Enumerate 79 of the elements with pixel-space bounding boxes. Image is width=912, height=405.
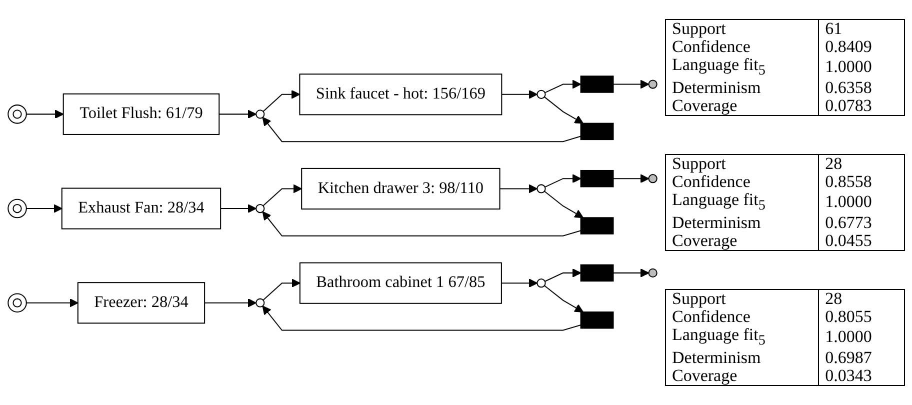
metric-value: 0.8558	[818, 172, 904, 191]
arrow	[262, 278, 300, 301]
node-circle	[256, 298, 265, 308]
metric-name: Language fit$_{5}$	[666, 326, 819, 350]
arrow	[544, 80, 582, 94]
node-box	[77, 282, 206, 324]
node-box	[580, 217, 614, 235]
metric-value: 28	[818, 289, 904, 308]
metric-name: Language fit$_{5}$	[666, 190, 819, 214]
node-circle	[648, 268, 658, 278]
petri-net-drawing: Toilet Flush: 61/79 Sink faucet - hot: 156/169 Exhaust Fan: 28/34 Kitchen drawer 3: 98/110 Freezer: 28/34 Bathroom cabinet 1 67/85	[0, 66, 665, 339]
arrow	[500, 184, 538, 194]
arrow	[544, 268, 582, 282]
metric-name: Coverage	[666, 232, 819, 251]
node-circle	[536, 184, 546, 194]
metric-name: Confidence	[666, 172, 819, 191]
metric-value: 0.0783	[818, 97, 904, 116]
node-circle	[536, 278, 546, 288]
arrow	[26, 298, 78, 308]
arrow	[219, 110, 256, 119]
node-box	[62, 94, 220, 136]
arrow	[262, 212, 581, 237]
node-box	[301, 168, 500, 210]
metric-value: 61	[818, 19, 904, 38]
arrow	[262, 306, 581, 332]
metric-value: 0.6987	[818, 349, 904, 368]
node-circle	[8, 104, 27, 124]
arrow	[262, 184, 302, 206]
metric-value: 0.0343	[818, 367, 904, 386]
metric-name: Determinism	[666, 349, 819, 368]
node-circle	[648, 80, 658, 90]
arrow	[613, 80, 650, 90]
metric-value: 0.8409	[818, 38, 904, 56]
metric-name: Determinism	[666, 79, 819, 98]
metric-name: Support	[666, 289, 819, 308]
metric-value: 0.0455	[818, 232, 904, 251]
metric-name: Support	[666, 19, 819, 38]
node-box	[580, 76, 614, 94]
metric-value: 1.0000	[818, 326, 904, 350]
metric-name: Support	[666, 154, 819, 173]
node-box	[580, 264, 614, 282]
node-box	[299, 74, 502, 116]
node-box	[299, 262, 502, 304]
node-circle	[8, 294, 27, 313]
node-circle	[256, 110, 265, 120]
node-box	[580, 312, 614, 330]
arrow	[613, 174, 650, 184]
metric-value: 1.0000	[818, 56, 904, 80]
node-box	[580, 123, 614, 140]
metric-value: 1.0000	[818, 190, 904, 214]
arrow	[544, 191, 584, 218]
node-circle	[536, 90, 546, 100]
metric-value: 0.6773	[818, 214, 904, 232]
metric-value: 0.8055	[818, 308, 904, 326]
node-circle	[8, 199, 27, 218]
arrow	[544, 96, 584, 124]
node-box	[61, 188, 222, 230]
metric-name: Coverage	[666, 97, 819, 116]
node-box	[580, 170, 614, 188]
metric-name: Language fit$_{5}$	[666, 56, 819, 80]
arrow	[26, 110, 64, 119]
metric-name: Confidence	[666, 308, 819, 326]
arrow	[544, 286, 584, 313]
metric-name: Coverage	[666, 367, 819, 386]
arrow	[26, 204, 62, 214]
arrow	[544, 174, 582, 188]
arrow	[262, 90, 300, 112]
arrow	[262, 117, 581, 142]
arrow	[613, 268, 650, 278]
metric-value: 0.6358	[818, 79, 904, 98]
node-circle	[256, 204, 265, 214]
metric-name: Confidence	[666, 38, 819, 56]
metric-name: Determinism	[666, 214, 819, 232]
node-circle	[648, 174, 658, 184]
arrow	[204, 298, 256, 308]
arrow	[220, 204, 256, 214]
metric-value: 28	[818, 154, 904, 173]
arrow	[501, 278, 538, 288]
arrow	[502, 90, 538, 100]
